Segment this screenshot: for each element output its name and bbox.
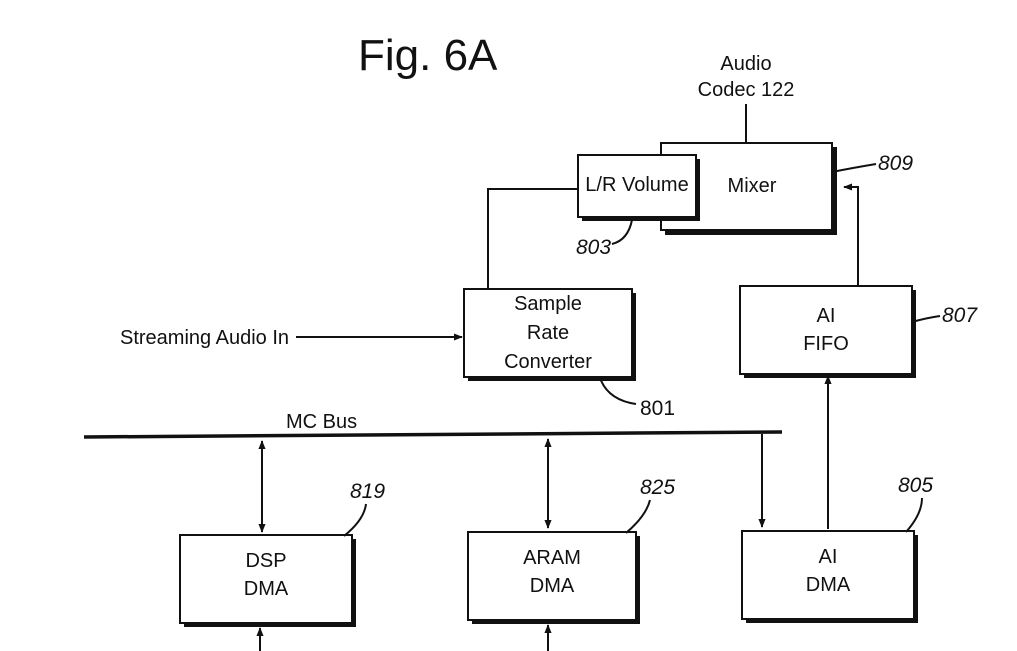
ai-fifo-block: AI FIFO (739, 285, 916, 378)
dsp-dma-ref: 819 (350, 480, 385, 503)
dsp-dma-label-line1: DSP (245, 550, 286, 572)
sample-rate-converter-block: Sample Rate Converter (463, 288, 636, 381)
aram-dma-label-line1: ARAM (523, 547, 581, 569)
src-to-volume-wire (487, 188, 578, 289)
ai-dma-ref: 805 (898, 474, 933, 497)
figure-title: Fig. 6A (358, 31, 498, 80)
lr-volume-block: L/R Volume (577, 154, 700, 221)
mixer-ref-leader (831, 163, 877, 173)
aram-dma-block: ARAM DMA (467, 531, 640, 624)
ai-fifo-ref: 807 (942, 304, 978, 327)
mc-bus-line (83, 430, 783, 439)
mc-bus-label: MC Bus (286, 411, 357, 433)
dsp-dma-label-line2: DMA (244, 578, 289, 600)
src-label-line1: Sample (514, 293, 582, 315)
lr-volume-label: L/R Volume (585, 174, 688, 196)
streaming-audio-in-label: Streaming Audio In (120, 327, 289, 349)
ai-fifo-label-line1: AI (817, 305, 836, 327)
src-ref: 801 (640, 397, 675, 420)
src-ref-leader (599, 377, 637, 405)
dsp-dma-block: DSP DMA (179, 534, 356, 627)
src-label-line2: Rate (527, 322, 569, 344)
fifo-to-mixer-wire (843, 183, 859, 286)
ai-fifo-label-line2: FIFO (803, 333, 849, 355)
ai-dma-label-line2: DMA (806, 574, 851, 596)
ai-dma-label-line1: AI (819, 546, 838, 568)
aram-dma-label-line2: DMA (530, 575, 575, 597)
dsp-dma-ref-leader (343, 503, 367, 537)
lr-volume-ref: 803 (576, 236, 611, 259)
lr-volume-ref-leader (611, 219, 633, 245)
ai-dma-block: AI DMA (741, 530, 918, 623)
audio-codec-label-line1: Audio (720, 53, 771, 75)
mixer-label: Mixer (728, 175, 777, 197)
src-label-line3: Converter (504, 351, 592, 373)
aram-dma-ref: 825 (640, 476, 675, 499)
mixer-ref: 809 (878, 152, 913, 175)
audio-codec-label-line2: Codec 122 (698, 79, 795, 101)
ai-fifo-ref-leader (911, 315, 941, 323)
ai-dma-ref-leader (905, 497, 923, 533)
aram-dma-ref-leader (625, 499, 651, 534)
